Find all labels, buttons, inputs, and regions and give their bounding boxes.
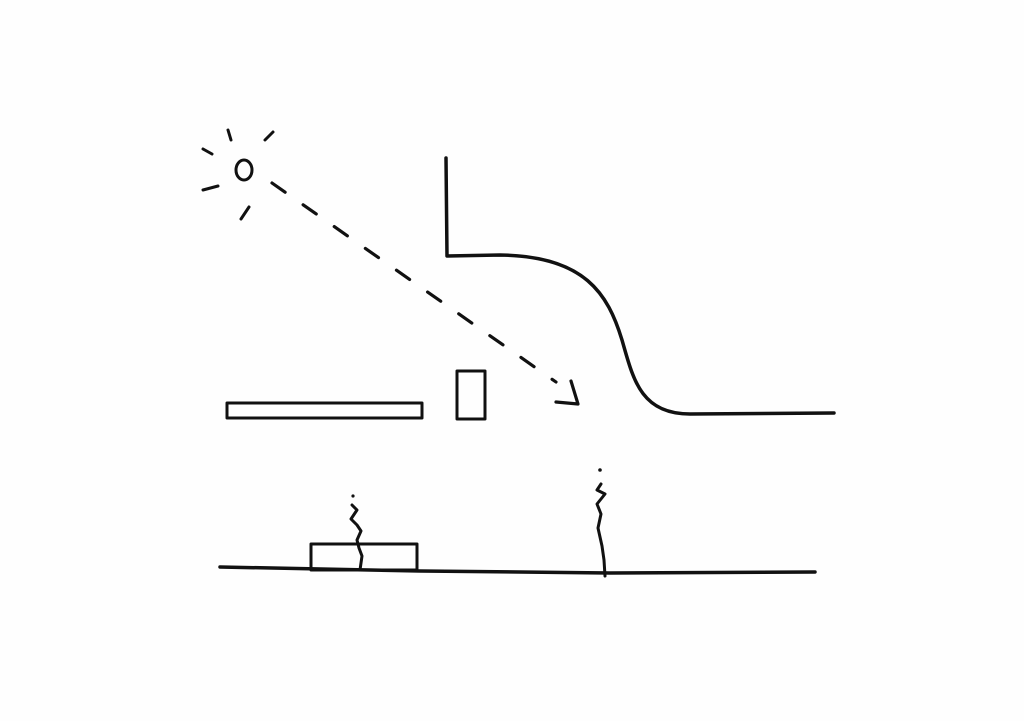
ground-line xyxy=(218,565,817,575)
seated-person xyxy=(349,494,364,572)
arrow-down-right-icon xyxy=(554,379,580,406)
bench xyxy=(309,542,419,572)
horizontal-slab xyxy=(225,401,424,420)
sun-icon xyxy=(201,128,275,221)
person-figure-icon xyxy=(349,494,364,572)
canopy-roof xyxy=(444,156,836,416)
sunlight-ray xyxy=(270,181,580,406)
standing-person xyxy=(595,468,607,578)
vertical-column xyxy=(455,369,487,421)
person-figure-icon xyxy=(595,468,607,578)
